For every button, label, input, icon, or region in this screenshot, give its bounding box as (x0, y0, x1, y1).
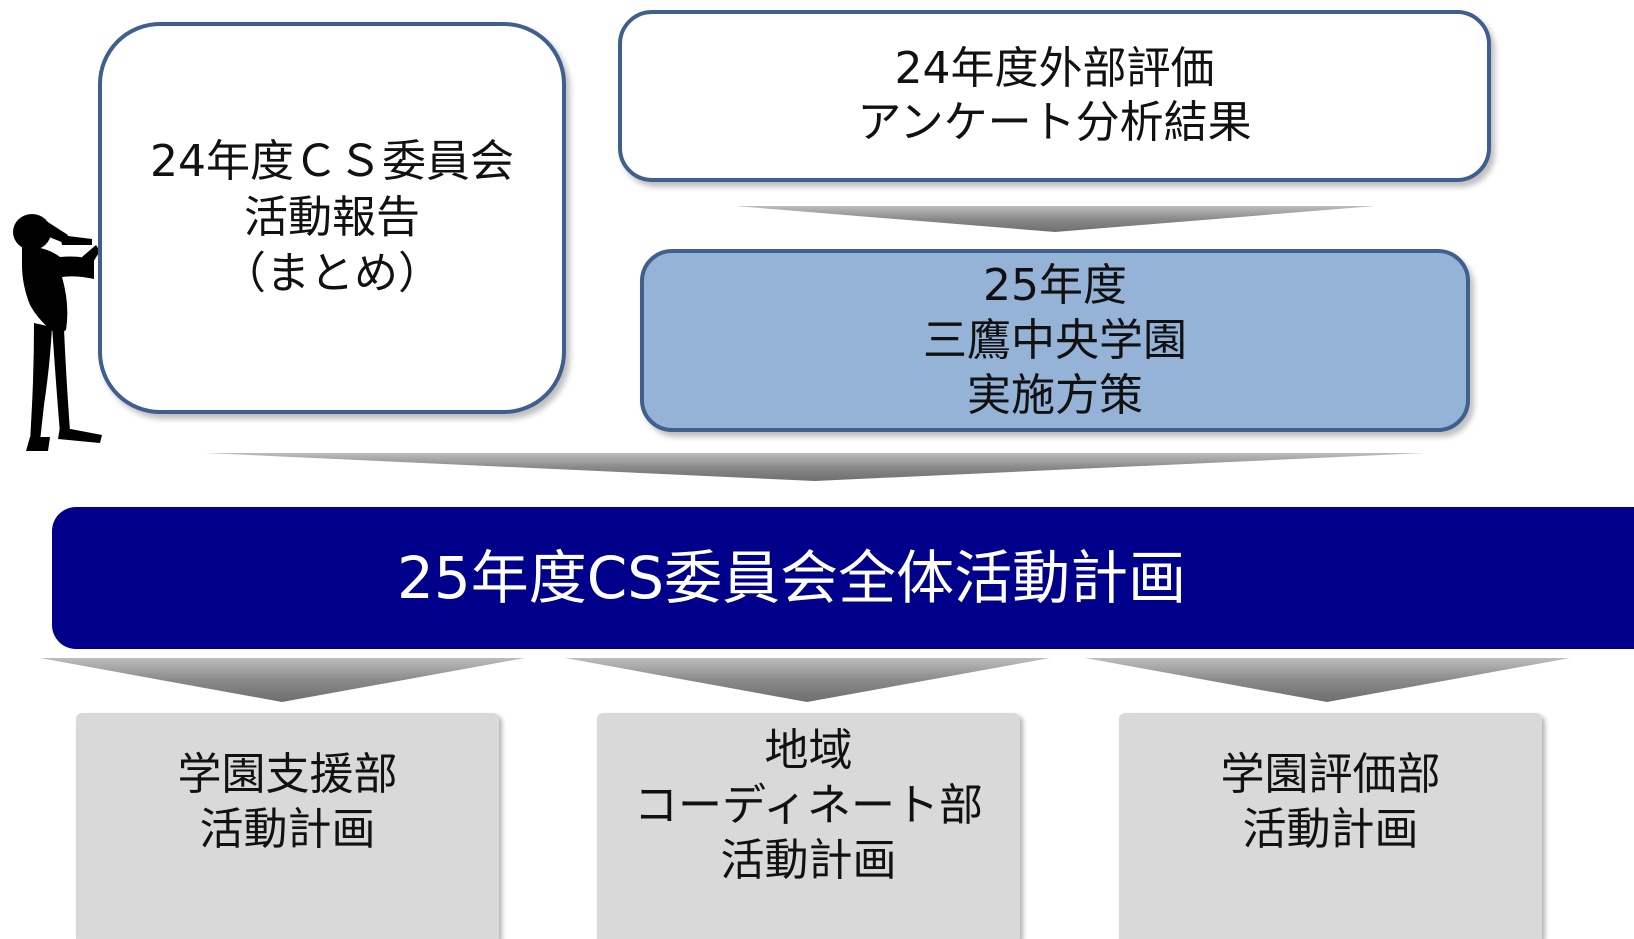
department-evaluation-line-1: 学園評価部 (1220, 749, 1441, 800)
report-line-1: 24年度ＣＳ委員会 (150, 136, 514, 187)
plan25-line-1: 25年度 (983, 260, 1127, 311)
chevron-main-to-support (40, 658, 525, 702)
department-coordinate-line-1: 地域 (764, 725, 853, 776)
chevron-main-to-evaluation (1085, 658, 1570, 702)
plan25-box: 25年度 三鷹中央学園 実施方策 (640, 249, 1470, 432)
survey-box: 24年度外部評価 アンケート分析結果 (618, 10, 1491, 182)
plan25-line-2: 三鷹中央学園 (923, 315, 1187, 366)
department-coordinate-line-3: 活動計画 (720, 835, 897, 886)
department-support-line-1: 学園支援部 (177, 749, 398, 800)
report-line-3: （まとめ） (222, 248, 442, 299)
department-support-box: 学園支援部 活動計画 (76, 713, 499, 939)
chevron-survey-to-plan25 (735, 206, 1375, 232)
department-evaluation-box: 学園評価部 活動計画 (1119, 713, 1542, 939)
plan25-line-3: 実施方策 (967, 370, 1143, 421)
report-line-2: 活動報告 (244, 192, 420, 243)
survey-line-1: 24年度外部評価 (894, 43, 1215, 94)
department-coordinate-box: 地域 コーディネート部 活動計画 (597, 713, 1020, 939)
main-plan-banner: 25年度CS委員会全体活動計画 (52, 507, 1634, 649)
chevron-to-main-plan (205, 453, 1425, 481)
presenter-silhouette-icon (13, 214, 102, 451)
survey-line-2: アンケート分析結果 (857, 97, 1252, 148)
report-box: 24年度ＣＳ委員会 活動報告 （まとめ） (98, 22, 566, 414)
department-coordinate-line-2: コーディネート部 (634, 780, 983, 831)
department-evaluation-line-2: 活動計画 (1242, 804, 1419, 855)
main-plan-label: 25年度CS委員会全体活動計画 (397, 544, 1187, 612)
department-support-line-2: 活動計画 (199, 804, 376, 855)
chevron-main-to-coordinate (565, 658, 1050, 702)
